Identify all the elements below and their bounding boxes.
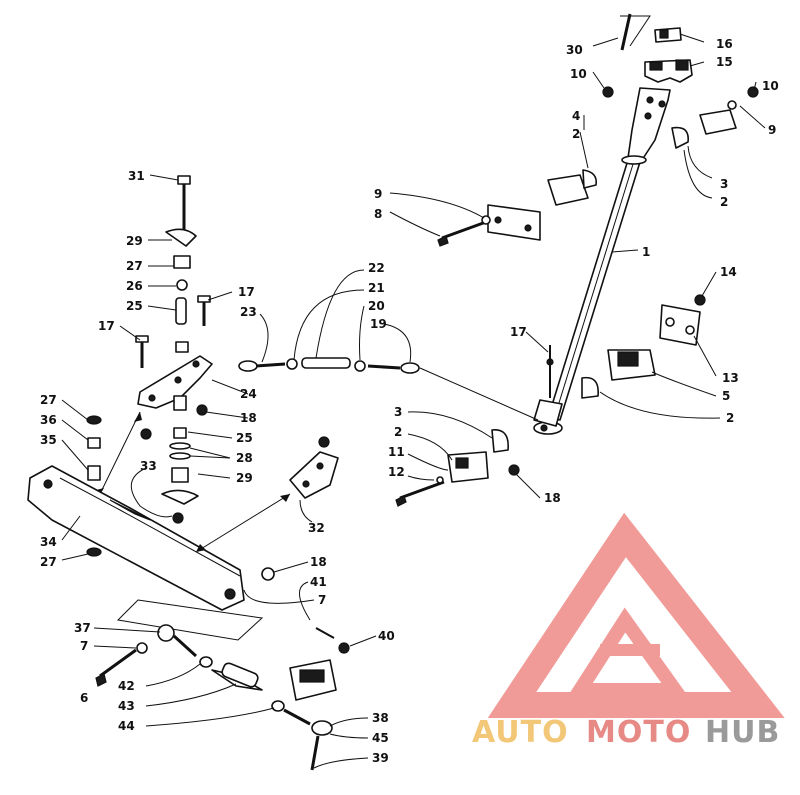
callout-27: 27 [126,259,143,273]
callout-9: 9 [374,187,382,201]
callout-41: 41 [310,575,327,589]
callout-18: 18 [544,491,561,505]
callout-34: 34 [40,535,57,549]
callout-19: 19 [370,317,387,331]
callout-39: 39 [372,751,389,765]
handlebar-clamp [602,13,693,98]
callout-36: 36 [40,413,57,427]
callout-44: 44 [118,719,135,733]
callout-1: 1 [642,245,650,259]
callout-6: 6 [80,691,88,705]
callout-33: 33 [140,459,157,473]
callout-37: 37 [74,621,91,635]
callout-13: 13 [722,371,739,385]
callout-12: 12 [388,465,405,479]
callout-26: 26 [126,279,143,293]
callout-2: 3 [394,405,402,419]
callout-17: 17 [98,319,115,333]
callout-9: 9 [768,123,776,137]
callout-3: 3 [720,177,728,191]
logo-text-auto: AUTO [472,715,569,750]
callout-23: 23 [240,305,257,319]
callout-8: 8 [374,207,382,221]
callout-21: 21 [368,281,385,295]
callout-labels: 30 16 15 10 10 9 4 2 3 2 9 8 1 31 29 27 … [40,37,779,765]
callout-27: 27 [40,393,57,407]
callout-4: 4 [572,109,580,123]
callout-29: 29 [126,234,143,248]
callout-43: 43 [118,699,135,713]
callout-10: 10 [762,79,779,93]
callout-2: 2 [572,127,580,141]
callout-25: 25 [126,299,143,313]
upper-bushing [437,86,759,247]
spindle-arm [289,436,339,499]
callout-20: 20 [368,299,385,313]
callout-30: 30 [566,43,583,57]
logo-text-hub: HUB [705,715,780,750]
steering-column [533,87,671,435]
callout-7: 7 [318,593,326,607]
callout-14: 14 [720,265,737,279]
callout-10: 10 [570,67,587,81]
callout-45: 45 [372,731,389,745]
callout-38: 38 [372,711,389,725]
callout-29: 29 [236,471,253,485]
callout-11: 11 [388,445,405,459]
callout-22: 22 [368,261,385,275]
mid-bracket [581,294,706,399]
center-tie-rod [238,357,539,421]
logo-text-moto: MOTO [586,715,691,750]
automotohub-logo [487,512,785,718]
steering-arm-bar [27,465,291,611]
callout-40: 40 [378,629,395,643]
callout-18: 18 [310,555,327,569]
lower-bushing [395,345,554,507]
callout-18: 18 [240,411,257,425]
callout-5: 5 [722,389,730,403]
callout-31: 31 [128,169,145,183]
callout-7: 7 [80,639,88,653]
leader-lines [61,33,766,769]
callout-25: 25 [236,431,253,445]
callout-35: 35 [40,433,57,447]
callout-17: 17 [238,285,255,299]
callout-17: 17 [510,325,527,339]
callout-15: 15 [716,55,733,69]
callout-27: 27 [40,555,57,569]
callout-16: 16 [716,37,733,51]
callout-2: 2 [720,195,728,209]
left-spacers [86,415,102,557]
callout-2: 2 [726,411,734,425]
pitman-arm-stack [96,175,213,524]
callout-3: 2 [394,425,402,439]
callout-24: 24 [240,387,257,401]
callout-32: 32 [308,521,325,535]
outer-tie-rod [95,567,350,771]
callout-42: 42 [118,679,135,693]
callout-28: 28 [236,451,253,465]
